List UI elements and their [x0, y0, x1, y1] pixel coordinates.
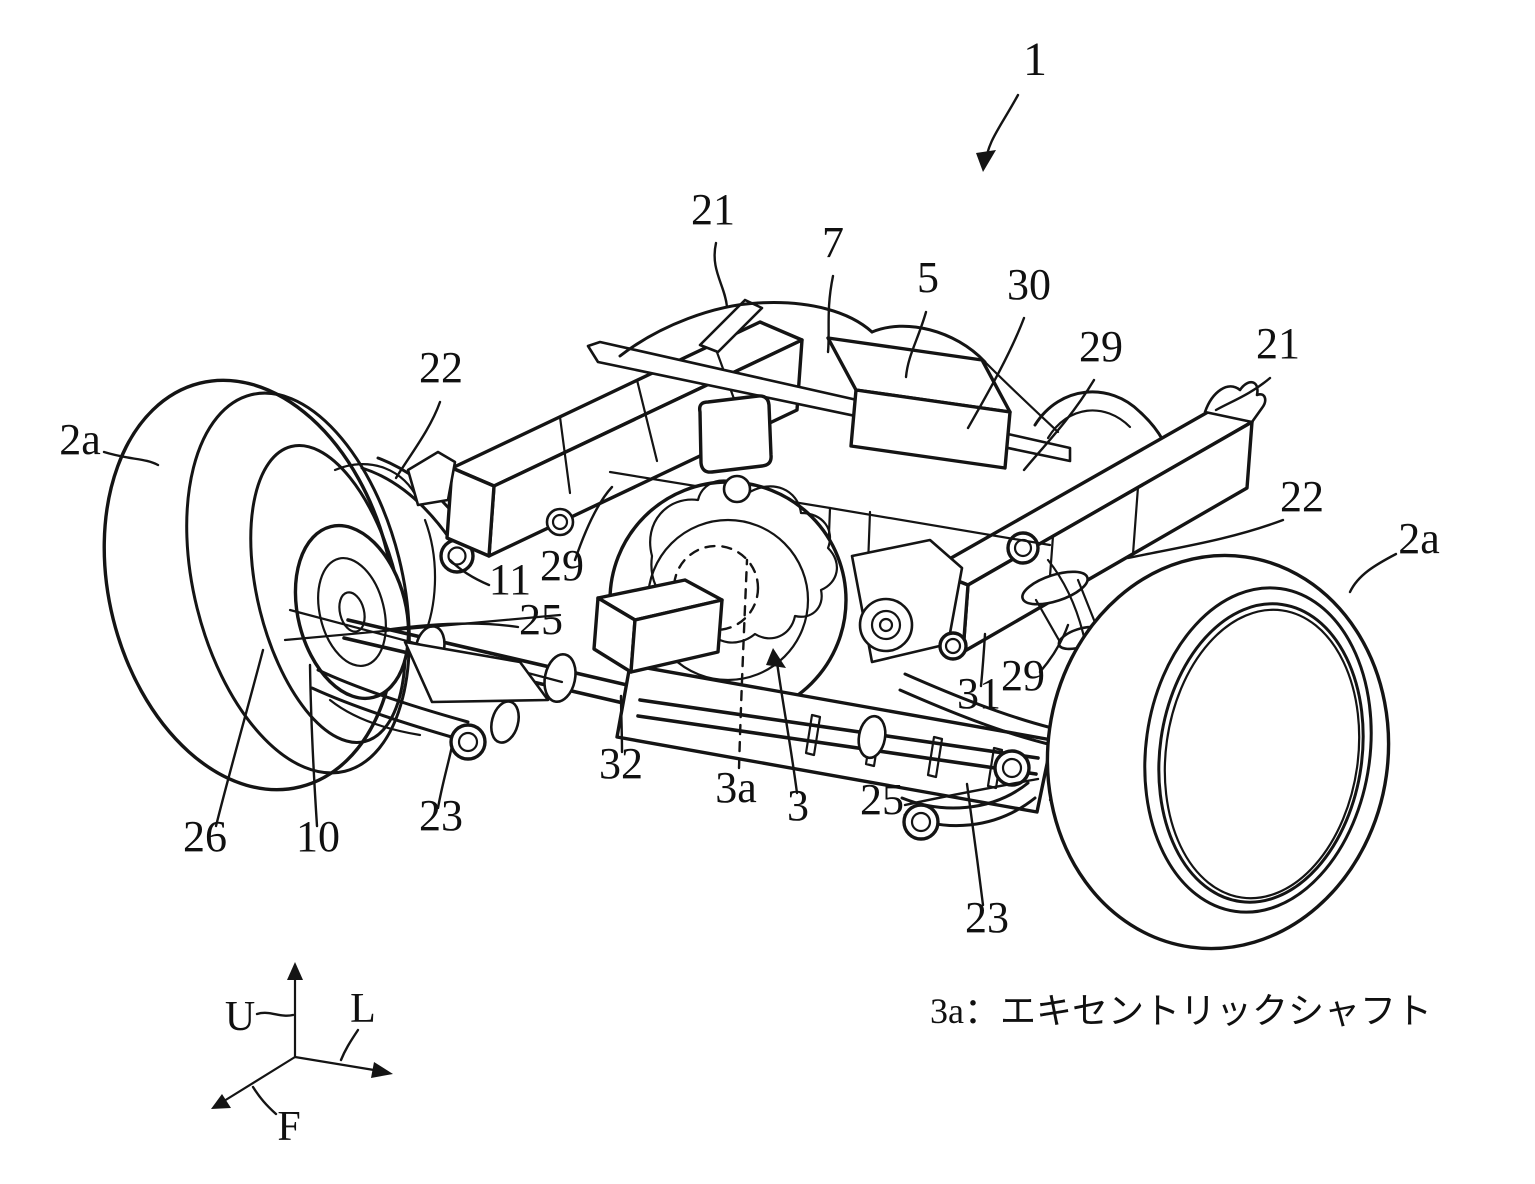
ref-label-29-5: 29 — [1079, 322, 1123, 371]
ref-label-21-6: 21 — [1256, 319, 1300, 368]
ref-label-2a-8: 2a — [59, 415, 101, 464]
ref-label-7-2: 7 — [822, 218, 844, 267]
ref-label-1-0: 1 — [1023, 33, 1047, 86]
ref-label-U-24: U — [225, 994, 255, 1040]
ref-label-L-25: L — [350, 986, 376, 1032]
orientation-axes — [211, 962, 393, 1116]
ref-label-F-26: F — [277, 1104, 300, 1150]
ref-label-25-19: 25 — [860, 775, 904, 824]
left-suspension-arms — [283, 456, 642, 761]
ref-label-23-22: 23 — [419, 791, 463, 840]
right-suspension-arms — [636, 558, 1093, 841]
ref-label-22-7: 22 — [419, 343, 463, 392]
ref-label-2a-13: 2a — [1398, 514, 1440, 563]
ref-label-29-9: 29 — [540, 541, 584, 590]
ref-label-21-1: 21 — [691, 185, 735, 234]
ref-label-26-20: 26 — [183, 812, 227, 861]
ref-label-32-16: 32 — [599, 739, 643, 788]
left-tire — [102, 378, 411, 792]
ref-label-5-3: 5 — [917, 253, 939, 302]
leader-lines — [102, 93, 1398, 907]
ref-label-22-12: 22 — [1280, 472, 1324, 521]
ref-label-10-21: 10 — [296, 812, 340, 861]
ref-label-3a-17: 3a — [715, 763, 757, 812]
center-drive-unit — [592, 336, 1054, 814]
ref-label-11-10: 11 — [489, 555, 531, 604]
ref-label-23-23: 23 — [965, 893, 1009, 942]
left-hub-brake — [293, 463, 437, 737]
right-tire — [1045, 553, 1391, 951]
ref-label-31-14: 31 — [957, 669, 1001, 718]
ref-label-25-11: 25 — [519, 595, 563, 644]
ref-label-3-18: 3 — [787, 781, 809, 830]
ref-label-29-15: 29 — [1001, 651, 1045, 700]
ref-label-30-4: 30 — [1007, 260, 1051, 309]
figure-caption: 3a：エキセントリックシャフト — [930, 991, 1432, 1031]
